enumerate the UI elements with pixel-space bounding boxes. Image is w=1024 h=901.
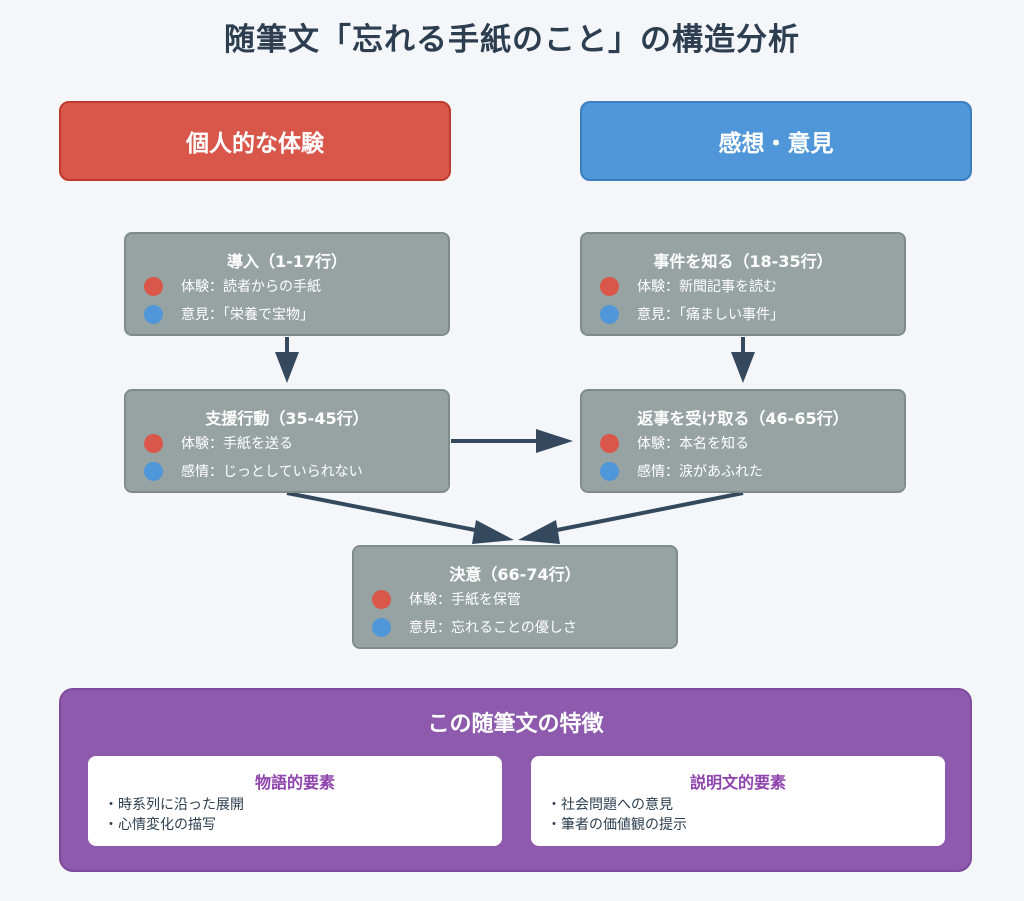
node-opinion-line: 意見：忘れることの優しさ (372, 615, 676, 639)
header-personal-experience: 個人的な体験 (59, 101, 451, 181)
arrowhead-n2-n4 (536, 429, 573, 453)
node-opinion-line: 意見：「痛ましい事件」 (600, 302, 904, 326)
node-line-text: 意見：「痛ましい事件」 (637, 307, 784, 323)
node-support-action: 支援行動（35-45行） 体験：手紙を送る 感情：じっとしていられない (124, 389, 450, 493)
connector-n4-n5 (551, 491, 744, 533)
list-item: ・社会問題への意見 (547, 797, 673, 813)
node-title: 導入（1-17行） (226, 252, 348, 271)
experience-dot-icon (144, 276, 163, 296)
opinion-dot-icon (600, 304, 619, 324)
node-learn-incident: 事件を知る（18-35行） 体験：新聞記事を読む 意見：「痛ましい事件」 (580, 232, 906, 336)
list-item: ・時系列に沿った展開 (104, 797, 244, 813)
node-line-text: 体験：新聞記事を読む (637, 279, 777, 295)
explanatory-elements-card: 説明文的要素 ・社会問題への意見 ・筆者の価値観の提示 (531, 756, 945, 846)
node-experience-line: 体験：手紙を送る (144, 431, 448, 455)
list-item: ・心情変化の描写 (104, 817, 216, 833)
node-line-text: 体験：読者からの手紙 (181, 279, 321, 295)
arrowhead-n3-n4 (731, 352, 755, 383)
connector-n2-n5 (286, 491, 481, 533)
node-experience-line: 体験：手紙を保管 (372, 587, 676, 611)
node-title: 支援行動（35-45行） (205, 409, 369, 428)
card-title: 物語的要素 (254, 773, 335, 792)
experience-dot-icon (600, 433, 619, 453)
node-experience-line: 体験：新聞記事を読む (600, 274, 904, 298)
list-item: ・筆者の価値観の提示 (547, 817, 687, 833)
node-experience-line: 体験：読者からの手紙 (144, 274, 448, 298)
header-impressions-opinions: 感想・意見 (580, 101, 972, 181)
opinion-dot-icon (372, 617, 391, 637)
opinion-dot-icon (600, 461, 619, 481)
node-line-text: 感情：じっとしていられない (181, 464, 363, 480)
node-line-text: 意見：「栄養で宝物」 (181, 307, 314, 323)
features-title: この随筆文の特徴 (427, 712, 604, 737)
node-line-text: 感情：涙があふれた (637, 464, 763, 480)
arrowhead-n4-n5 (518, 520, 560, 544)
node-title: 決意（66-74行） (449, 565, 581, 584)
node-receive-reply: 返事を受け取る（46-65行） 体験：本名を知る 感情：涙があふれた (580, 389, 906, 493)
node-line-text: 体験：手紙を送る (181, 436, 293, 452)
node-introduction: 導入（1-17行） 体験：読者からの手紙 意見：「栄養で宝物」 (124, 232, 450, 336)
arrowhead-n2-n5 (472, 520, 514, 544)
node-line-text: 体験：本名を知る (637, 436, 749, 452)
card-title: 説明文的要素 (689, 773, 786, 792)
narrative-elements-card: 物語的要素 ・時系列に沿った展開 ・心情変化の描写 (88, 756, 502, 846)
node-decision: 決意（66-74行） 体験：手紙を保管 意見：忘れることの優しさ (352, 545, 678, 649)
node-title: 事件を知る（18-35行） (653, 252, 833, 271)
node-emotion-line: 感情：じっとしていられない (144, 459, 448, 483)
experience-dot-icon (372, 589, 391, 609)
arrowhead-n1-n2 (275, 352, 299, 383)
node-experience-line: 体験：本名を知る (600, 431, 904, 455)
node-emotion-line: 感情：涙があふれた (600, 459, 904, 483)
node-line-text: 体験：手紙を保管 (409, 592, 521, 608)
opinion-dot-icon (144, 461, 163, 481)
page-title: 随筆文「忘れる手紙のこと」の構造分析 (224, 22, 800, 58)
experience-dot-icon (600, 276, 619, 296)
node-title: 返事を受け取る（46-65行） (637, 409, 849, 428)
features-panel: この随筆文の特徴 物語的要素 ・時系列に沿った展開 ・心情変化の描写 説明文的要… (59, 688, 972, 872)
opinion-dot-icon (144, 304, 163, 324)
experience-dot-icon (144, 433, 163, 453)
node-opinion-line: 意見：「栄養で宝物」 (144, 302, 448, 326)
node-line-text: 意見：忘れることの優しさ (409, 620, 577, 636)
